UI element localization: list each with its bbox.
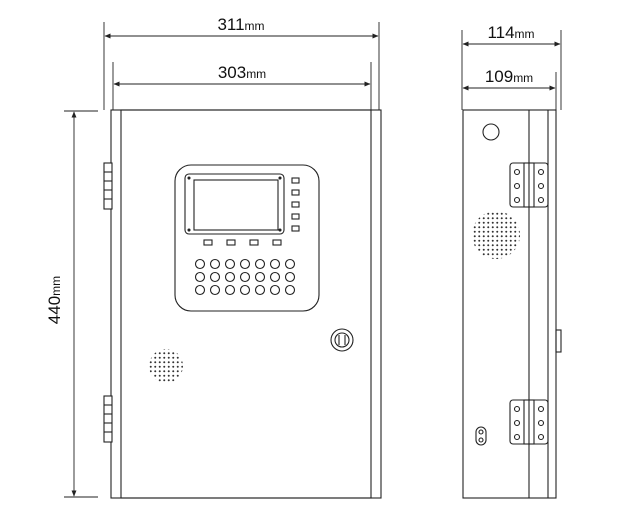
side-top-hinge [509, 162, 549, 208]
keypad-button [194, 271, 206, 283]
status-led [291, 225, 300, 232]
label-311: 311mm [217, 15, 264, 34]
status-led [291, 189, 300, 196]
keypad-button [269, 271, 281, 283]
keypad-button [209, 258, 221, 270]
side-bottom-hinge [509, 399, 549, 445]
keypad-button [239, 258, 251, 270]
screw-dot [187, 228, 191, 232]
screw-dot [187, 176, 191, 180]
label-440: 440mm [45, 276, 64, 324]
keypad-button [224, 271, 236, 283]
keypad-button [224, 284, 236, 296]
cabinet-body [110, 109, 382, 499]
keypad-button [254, 271, 266, 283]
status-led [291, 213, 300, 220]
dimension-annotations [64, 22, 562, 498]
status-led-column [291, 177, 300, 232]
keypad-button [269, 284, 281, 296]
keypad-button [194, 258, 206, 270]
front-view [103, 109, 382, 499]
keypad-button [224, 258, 236, 270]
keypad-button [254, 284, 266, 296]
keypad-button [209, 284, 221, 296]
lock-protrusion [555, 329, 562, 353]
door-lock [330, 328, 354, 352]
function-key [272, 239, 282, 246]
function-key [249, 239, 259, 246]
screw-dot [278, 176, 282, 180]
status-led [291, 177, 300, 184]
status-led [291, 201, 300, 208]
label-109: 109mm [485, 67, 533, 86]
keypad-grid [194, 258, 296, 296]
side-view [462, 109, 562, 499]
lcd-display [193, 179, 279, 231]
keypad-button [284, 271, 296, 283]
speaker-grille [149, 349, 183, 383]
keypad-button [239, 284, 251, 296]
side-body [462, 109, 557, 499]
keypad-button [284, 258, 296, 270]
top-hinge [103, 162, 113, 210]
label-114: 114mm [487, 23, 534, 42]
function-key-row [203, 239, 282, 246]
keypad-button [209, 271, 221, 283]
keypad-button [194, 284, 206, 296]
side-speaker-grille [472, 211, 520, 259]
cabinet-door [120, 109, 372, 499]
keypad-button [284, 284, 296, 296]
screw-dot [278, 228, 282, 232]
side-slot [475, 426, 487, 446]
function-key [203, 239, 213, 246]
keypad-button [254, 258, 266, 270]
keypad-button [269, 258, 281, 270]
keypad-button [239, 271, 251, 283]
cable-entry-hole [482, 123, 500, 141]
control-panel [174, 164, 320, 312]
label-303: 303mm [218, 63, 266, 82]
display-bezel [184, 173, 285, 235]
function-key [226, 239, 236, 246]
bottom-hinge [103, 395, 113, 443]
